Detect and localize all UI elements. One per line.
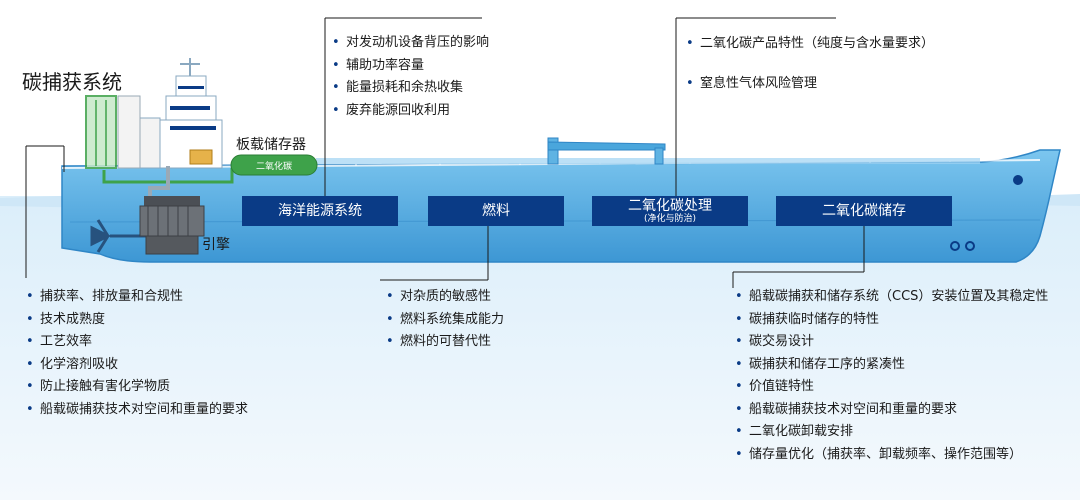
box-fuel: 燃料 bbox=[428, 196, 564, 226]
list-item: 船载碳捕获技术对空间和重量的要求 bbox=[26, 399, 248, 422]
list-co2-processing: 二氧化碳产品特性（纯度与含水量要求） 窒息性气体风险管理 bbox=[686, 32, 934, 96]
bow-mast bbox=[983, 130, 1001, 160]
box-co2-processing-label: 二氧化碳处理 bbox=[628, 197, 712, 214]
list-capture: 捕获率、排放量和合规性 技术成熟度 工艺效率 化学溶剂吸收 防止接触有害化学物质… bbox=[26, 286, 248, 421]
list-item: 燃料系统集成能力 bbox=[386, 309, 504, 332]
list-item: 窒息性气体风险管理 bbox=[686, 72, 934, 96]
superstructure bbox=[139, 58, 223, 169]
list-item: 捕获率、排放量和合规性 bbox=[26, 286, 248, 309]
list-item: 技术成熟度 bbox=[26, 309, 248, 332]
list-item: 碳捕获和储存工序的紧凑性 bbox=[735, 354, 1048, 377]
porthole-pair bbox=[950, 241, 975, 251]
callout-lines bbox=[25, 17, 865, 288]
list-item: 化学溶剂吸收 bbox=[26, 354, 248, 377]
box-marine-energy: 海洋能源系统 bbox=[242, 196, 398, 226]
list-item: 对发动机设备背压的影响 bbox=[332, 32, 489, 55]
storage-tank-label: 板载储存器 bbox=[236, 137, 306, 153]
deck-cover bbox=[316, 158, 980, 164]
list-item: 废弃能源回收利用 bbox=[332, 100, 489, 123]
list-item: 碳交易设计 bbox=[735, 331, 1048, 354]
box-co2-processing-sub: (净化与防治) bbox=[643, 213, 697, 224]
list-item: 二氧化碳卸载安排 bbox=[735, 421, 1048, 444]
propeller-icon bbox=[90, 219, 112, 253]
tank-content-label: 二氧化碳 bbox=[255, 161, 292, 172]
engine-icon bbox=[139, 196, 205, 255]
list-item: 对杂质的敏感性 bbox=[386, 286, 504, 309]
list-item: 船载碳捕获技术对空间和重量的要求 bbox=[735, 399, 1048, 422]
box-marine-energy-label: 海洋能源系统 bbox=[278, 202, 362, 219]
deck-crane bbox=[547, 137, 666, 165]
list-item: 船载碳捕获和储存系统（CCS）安装位置及其稳定性 bbox=[735, 286, 1048, 309]
list-item: 工艺效率 bbox=[26, 331, 248, 354]
box-fuel-label: 燃料 bbox=[482, 202, 510, 219]
list-item: 价值链特性 bbox=[735, 376, 1048, 399]
list-energy: 对发动机设备背压的影响 辅助功率容量 能量损耗和余热收集 废弃能源回收利用 bbox=[332, 32, 489, 122]
box-co2-storage: 二氧化碳储存 bbox=[776, 196, 952, 226]
list-item: 辅助功率容量 bbox=[332, 55, 489, 78]
box-co2-processing: 二氧化碳处理 (净化与防治) bbox=[592, 196, 748, 226]
list-item: 二氧化碳产品特性（纯度与含水量要求） bbox=[686, 32, 934, 56]
list-storage: 船载碳捕获和储存系统（CCS）安装位置及其稳定性 碳捕获临时储存的特性 碳交易设… bbox=[735, 286, 1048, 466]
list-item: 防止接触有害化学物质 bbox=[26, 376, 248, 399]
box-co2-storage-label: 二氧化碳储存 bbox=[822, 202, 906, 219]
list-fuel: 对杂质的敏感性 燃料系统集成能力 燃料的可替代性 bbox=[386, 286, 504, 354]
list-item: 碳捕获临时储存的特性 bbox=[735, 309, 1048, 332]
list-item: 能量损耗和余热收集 bbox=[332, 77, 489, 100]
engine-label: 引擎 bbox=[202, 237, 230, 253]
list-item: 燃料的可替代性 bbox=[386, 331, 504, 354]
anchor-hawse bbox=[1013, 175, 1023, 185]
page-title: 碳捕获系统 bbox=[22, 70, 122, 94]
co2-tank bbox=[230, 154, 318, 176]
list-item: 储存量优化（捕获率、卸载频率、操作范围等） bbox=[735, 444, 1048, 467]
capture-unit bbox=[85, 95, 234, 184]
